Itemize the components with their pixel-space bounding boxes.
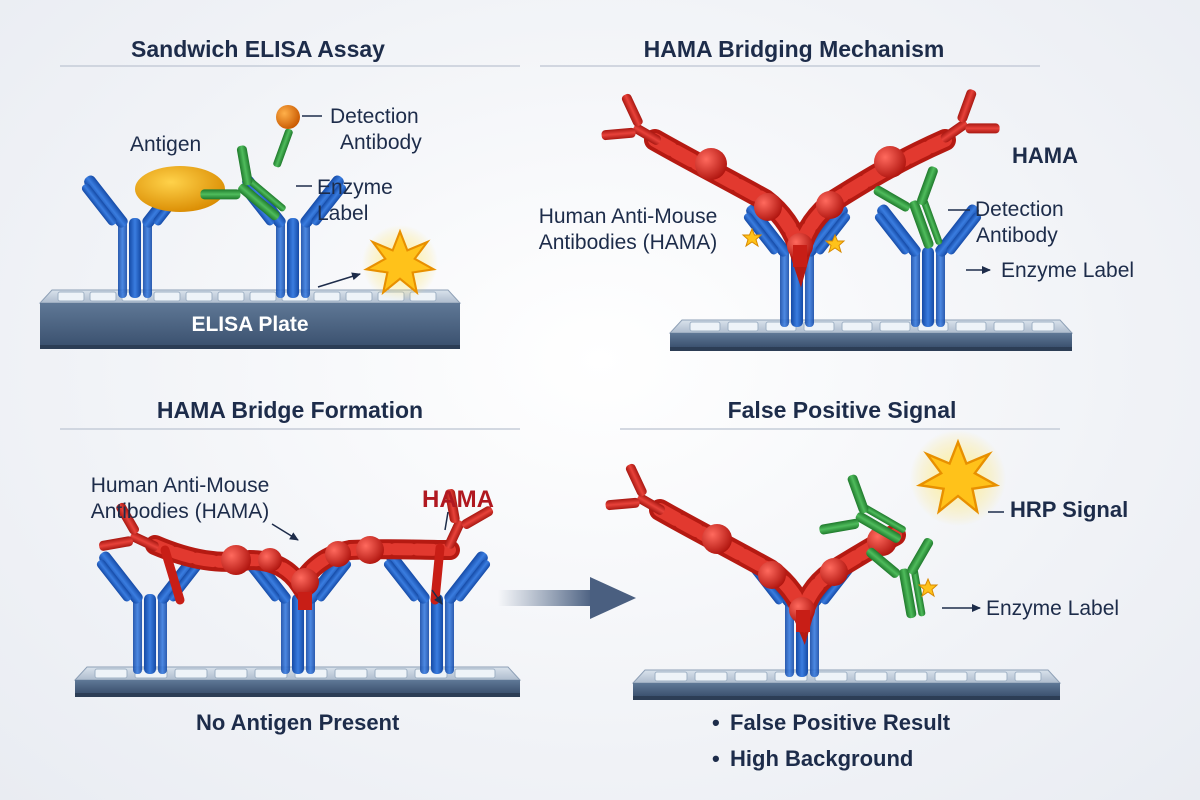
signal-burst-1 (362, 225, 438, 301)
enzyme-label-line2: Label (317, 202, 369, 225)
leader-lines-3 (271, 511, 449, 605)
antigen-label: Antigen (130, 133, 202, 156)
human-anti-mouse-line1: Human Anti-Mouse (538, 205, 718, 228)
detection-antibody-green (195, 140, 301, 246)
enzyme-label-4: Enzyme Label (986, 597, 1120, 620)
hama-molecule-4 (601, 459, 906, 645)
elisa-plate-4 (631, 669, 1062, 700)
bullet-mark-2: • (712, 746, 720, 771)
panel-title-sandwich: Sandwich ELISA Assay (131, 36, 385, 62)
hrp-signal-label: HRP Signal (1010, 497, 1129, 522)
process-arrow (498, 577, 636, 619)
elisa-plate-2 (668, 319, 1074, 351)
title-dividers (60, 65, 1060, 430)
detection-label-2-line1: Detection (975, 198, 1064, 221)
leader-lines-4 (942, 511, 1004, 612)
bullet-high-background: High Background (730, 746, 914, 771)
detection-label-2-line2: Antibody (976, 224, 1058, 247)
capture-antibody-5 (95, 549, 205, 674)
antigen-ellipse (135, 166, 225, 212)
enzyme-stem (273, 105, 300, 168)
panel-title-bridge-formation: HAMA Bridge Formation (156, 397, 424, 423)
panel-title-bridging: HAMA Bridging Mechanism (643, 36, 945, 62)
leader-lines-1 (296, 115, 361, 288)
signal-burst-2 (910, 430, 1006, 526)
enzyme-label-2: Enzyme Label (1001, 259, 1135, 282)
hama-label-3: HAMA (422, 486, 494, 513)
human-anti-mouse-3-line1: Human Anti-Mouse (90, 474, 270, 497)
leader-lines-2 (948, 209, 991, 274)
detection-label-line1: Detection (330, 105, 419, 128)
no-antigen-caption: No Antigen Present (196, 710, 400, 735)
bullet-false-positive: False Positive Result (730, 710, 951, 735)
human-anti-mouse-3-line2: Antibodies (HAMA) (90, 500, 270, 523)
hama-label-2: HAMA (1012, 143, 1078, 168)
detection-label-line2: Antibody (340, 131, 422, 154)
hama-bridge-molecule (94, 484, 497, 610)
bullet-mark-1: • (712, 710, 720, 735)
enzyme-label-line1: Enzyme (317, 176, 393, 199)
human-anti-mouse-line2: Antibodies (HAMA) (538, 231, 718, 254)
plate-label: ELISA Plate (191, 313, 309, 336)
panel-title-false-positive: False Positive Signal (727, 397, 957, 423)
hama-molecule-2 (597, 84, 1005, 288)
